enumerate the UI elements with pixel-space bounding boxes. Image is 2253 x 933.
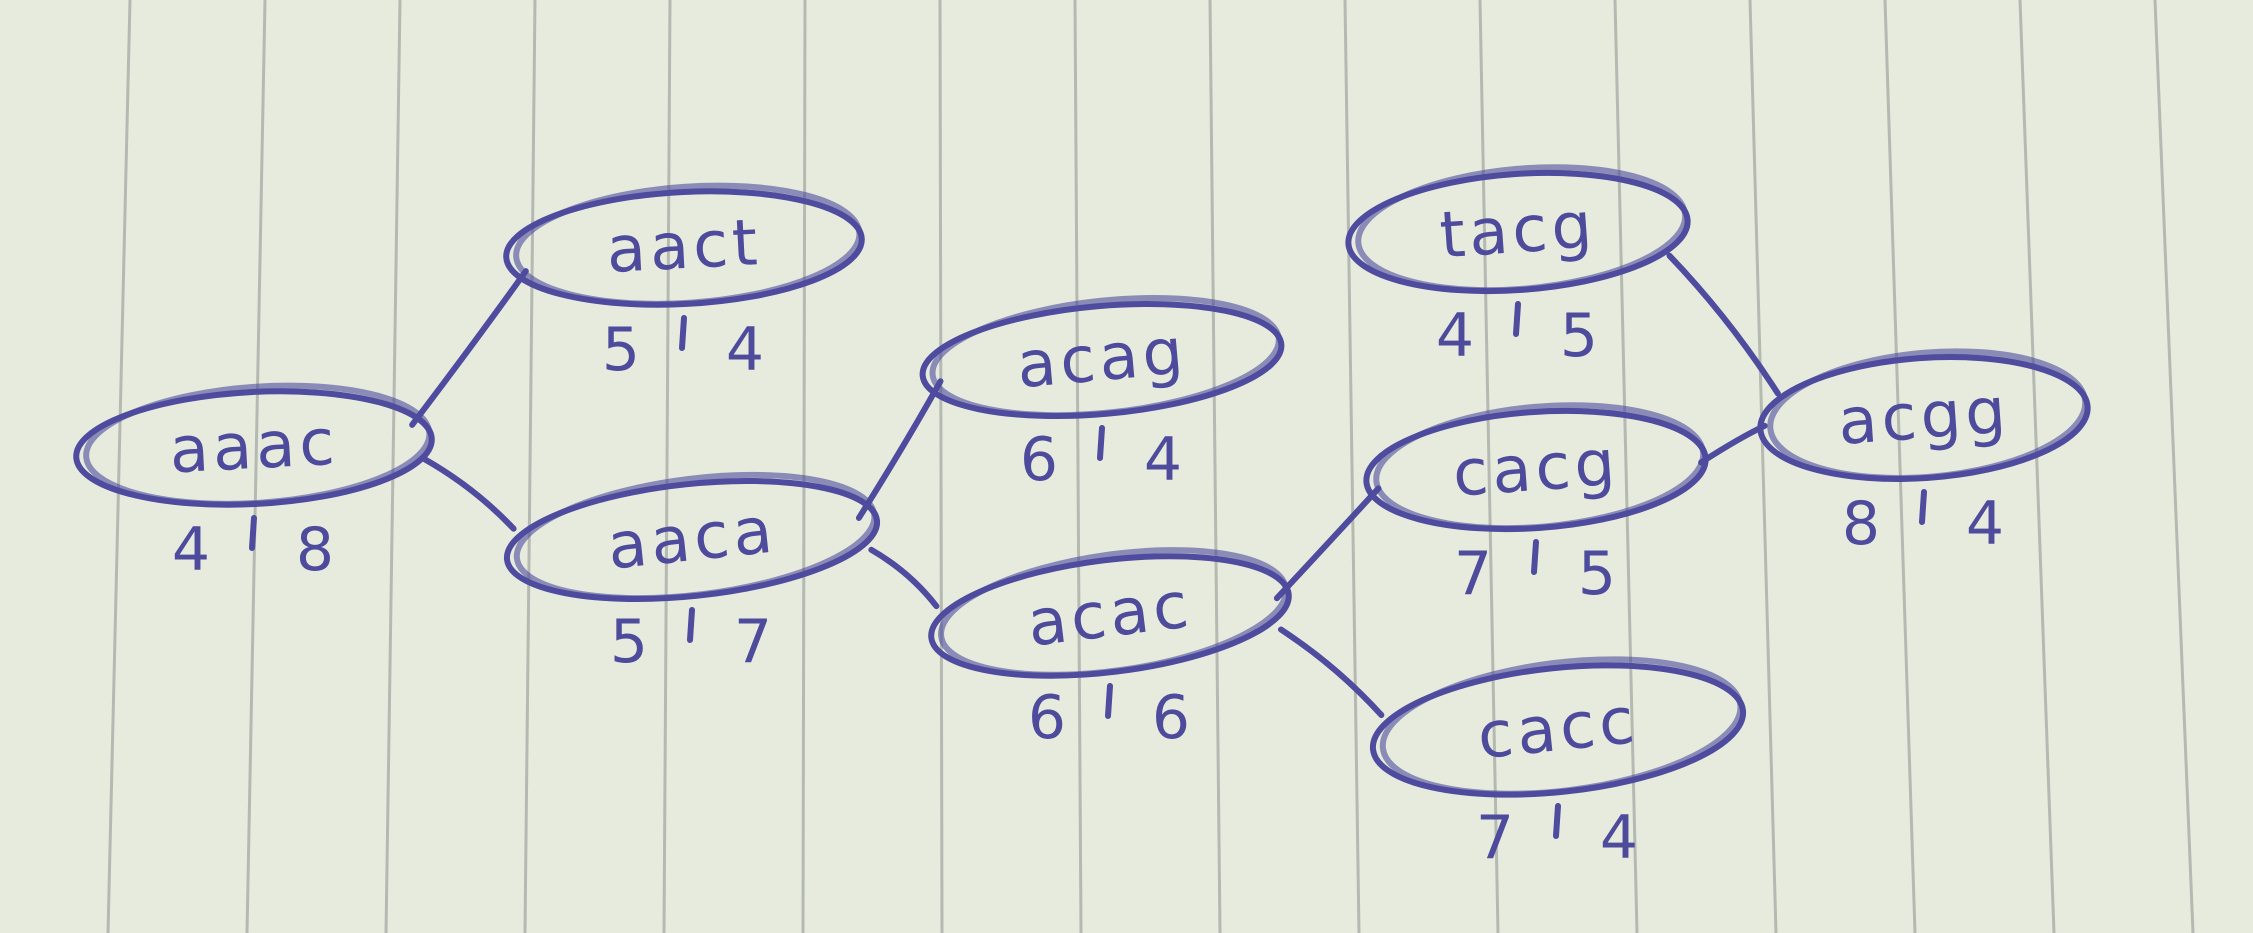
- node-outline-overdraw: [1373, 402, 1707, 532]
- score-right: 4: [1966, 489, 2006, 559]
- node-outline-overdraw: [1379, 656, 1744, 797]
- ruled-line: [2153, 0, 2195, 933]
- score-divider: [1097, 425, 1105, 461]
- score-left: 5: [602, 315, 642, 385]
- score-left: 7: [1476, 803, 1516, 873]
- score-divider: [249, 515, 257, 551]
- ruled-line: [1343, 0, 1361, 933]
- node-label: acac: [1024, 568, 1197, 662]
- score-divider: [1105, 683, 1113, 719]
- edge-acac-cacg: [1273, 485, 1382, 602]
- score-left: 6: [1028, 683, 1068, 753]
- edge-aaca-acac: [868, 546, 940, 610]
- score-left: 4: [172, 515, 212, 585]
- ruled-line: [106, 0, 132, 933]
- node-aaca: aaca 5 7: [503, 471, 881, 677]
- score-divider: [679, 315, 687, 351]
- ruled-line: [938, 0, 944, 933]
- score-right: 7: [734, 607, 774, 677]
- score-right: 4: [726, 315, 766, 385]
- node-label: aaac: [168, 406, 340, 489]
- node-label: acgg: [1836, 374, 2012, 460]
- score-right: 6: [1152, 683, 1192, 753]
- ruled-lines: [106, 0, 2195, 933]
- node-acag: acag 6 4: [919, 295, 1285, 495]
- score-left: 8: [1842, 489, 1882, 559]
- ruled-line: [1073, 0, 1083, 933]
- ruled-line: [1748, 0, 1778, 933]
- ruled-line: [384, 0, 402, 933]
- ruled-line: [1478, 0, 1500, 933]
- node-acgg: acgg 8 4: [1757, 348, 2091, 559]
- ruled-line: [245, 0, 267, 933]
- node-cacg: cacg 7 5: [1363, 402, 1709, 609]
- score-left: 5: [610, 607, 650, 677]
- node-outline-overdraw: [929, 295, 1282, 419]
- score-divider: [1553, 803, 1561, 839]
- node-label: tacg: [1437, 189, 1598, 274]
- node-aact: aact 5 4: [503, 182, 865, 385]
- edge-acac-cacc: [1277, 626, 1385, 719]
- ruled-line: [523, 0, 537, 933]
- edge-tacg-acgg: [1666, 252, 1781, 397]
- score-left: 7: [1454, 539, 1494, 609]
- ruled-line: [2018, 0, 2056, 933]
- score-right: 5: [1560, 301, 1600, 371]
- node-outline-overdraw: [513, 182, 863, 307]
- ruled-line: [1883, 0, 1917, 933]
- edge-aaca-acag: [855, 378, 944, 521]
- score-right: 5: [1578, 539, 1618, 609]
- score-divider: [1531, 539, 1539, 575]
- edge-aaac-aact: [409, 268, 529, 428]
- ruled-line: [1208, 0, 1222, 933]
- node-cacc: cacc 7 4: [1369, 656, 1747, 873]
- node-acac: acac 6 6: [928, 547, 1292, 753]
- node-outline-overdraw: [1355, 164, 1689, 294]
- edge-cacg-acgg: [1698, 422, 1768, 466]
- node-label: cacg: [1450, 426, 1621, 511]
- score-divider: [687, 607, 695, 643]
- score-divider: [1919, 489, 1927, 525]
- score-right: 4: [1600, 803, 1640, 873]
- node-label: aaca: [604, 493, 780, 584]
- node-tacg: tacg 4 5: [1345, 164, 1691, 371]
- node-label: cacc: [1474, 684, 1642, 774]
- score-right: 4: [1144, 425, 1184, 495]
- node-label: aact: [605, 206, 763, 288]
- score-right: 8: [296, 515, 336, 585]
- edge-aaac-aaca: [421, 456, 517, 532]
- node-outline-overdraw: [513, 471, 878, 602]
- node-aaac: aaac 4 8: [73, 382, 435, 585]
- node-label: acag: [1014, 315, 1190, 404]
- ruled-line: [801, 0, 807, 933]
- ruled-line: [662, 0, 672, 933]
- score-divider: [1513, 301, 1521, 337]
- score-left: 4: [1436, 301, 1476, 371]
- score-left: 6: [1020, 425, 1060, 495]
- node-outline-overdraw: [83, 382, 433, 507]
- node-outline-overdraw: [1767, 348, 2089, 481]
- node-outline-overdraw: [938, 547, 1290, 678]
